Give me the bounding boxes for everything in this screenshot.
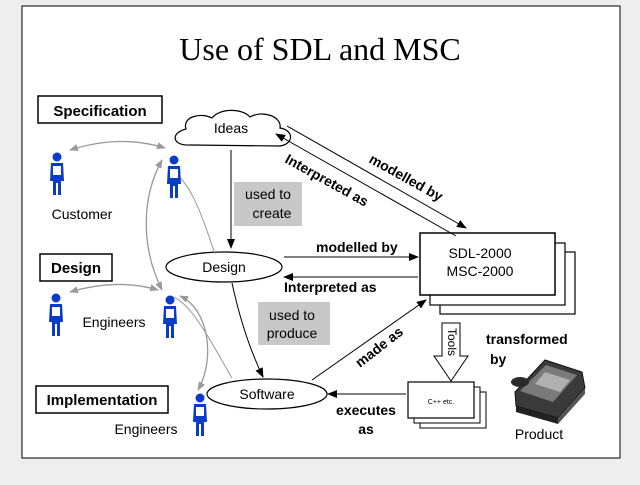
sdl-msc-document: SDL-2000 MSC-2000 — [419, 232, 576, 315]
section-design-label: Design — [51, 260, 101, 277]
used-to-produce-line2: produce — [267, 325, 318, 341]
tools-label: Tools — [445, 328, 459, 356]
arrow-customer-engineer — [69, 140, 166, 151]
arrow-sdl-interpreted-ideas — [275, 133, 457, 237]
section-implementation-label: Implementation — [47, 392, 158, 409]
ideas-cloud: Ideas — [174, 109, 292, 147]
transformed-line2: by — [490, 351, 507, 367]
section-design: Design — [39, 253, 113, 282]
arrow-spec-design-engineers — [145, 159, 163, 291]
ideas-label: Ideas — [214, 120, 248, 136]
product-image — [511, 359, 586, 424]
used-to-create-line2: create — [253, 205, 292, 221]
connector-engineer-software — [169, 295, 233, 379]
code-label: C++ etc. — [428, 399, 455, 406]
arrow-design-impl-engineers — [179, 295, 209, 391]
arrow-design-to-software — [231, 282, 264, 378]
used-to-create-box: used to create — [234, 182, 302, 226]
sdl-label: SDL-2000 — [448, 245, 511, 261]
engineers-design-label: Engineers — [82, 314, 145, 330]
arrow-design-engineers — [69, 283, 159, 294]
used-to-produce-line1: used to — [269, 307, 315, 323]
customer-label: Customer — [52, 206, 113, 222]
section-specification-label: Specification — [53, 103, 146, 120]
interpreted-as-label: Interpreted as — [284, 279, 377, 295]
section-implementation: Implementation — [35, 385, 169, 414]
software-node: Software — [206, 378, 328, 410]
transformed-line1: transformed — [486, 331, 568, 347]
arrow-software-made-as — [311, 299, 427, 381]
tools-arrow: Tools — [433, 322, 469, 382]
executes-line2: as — [358, 421, 374, 437]
engineers-impl-label: Engineers — [114, 421, 177, 437]
used-to-create-line1: used to — [245, 186, 291, 202]
code-document: C++ etc. — [407, 381, 487, 429]
page-title: Use of SDL and MSC — [179, 31, 460, 67]
product-label: Product — [515, 426, 563, 442]
design-node-label: Design — [202, 259, 246, 275]
software-node-label: Software — [239, 386, 294, 402]
executes-line1: executes — [336, 402, 396, 418]
modelled-by-label: modelled by — [316, 239, 398, 255]
section-specification: Specification — [37, 95, 163, 124]
msc-label: MSC-2000 — [447, 263, 514, 279]
arrow-ideas-modelled-by — [286, 125, 467, 229]
design-node: Design — [165, 251, 283, 283]
used-to-produce-box: used to produce — [258, 302, 330, 345]
